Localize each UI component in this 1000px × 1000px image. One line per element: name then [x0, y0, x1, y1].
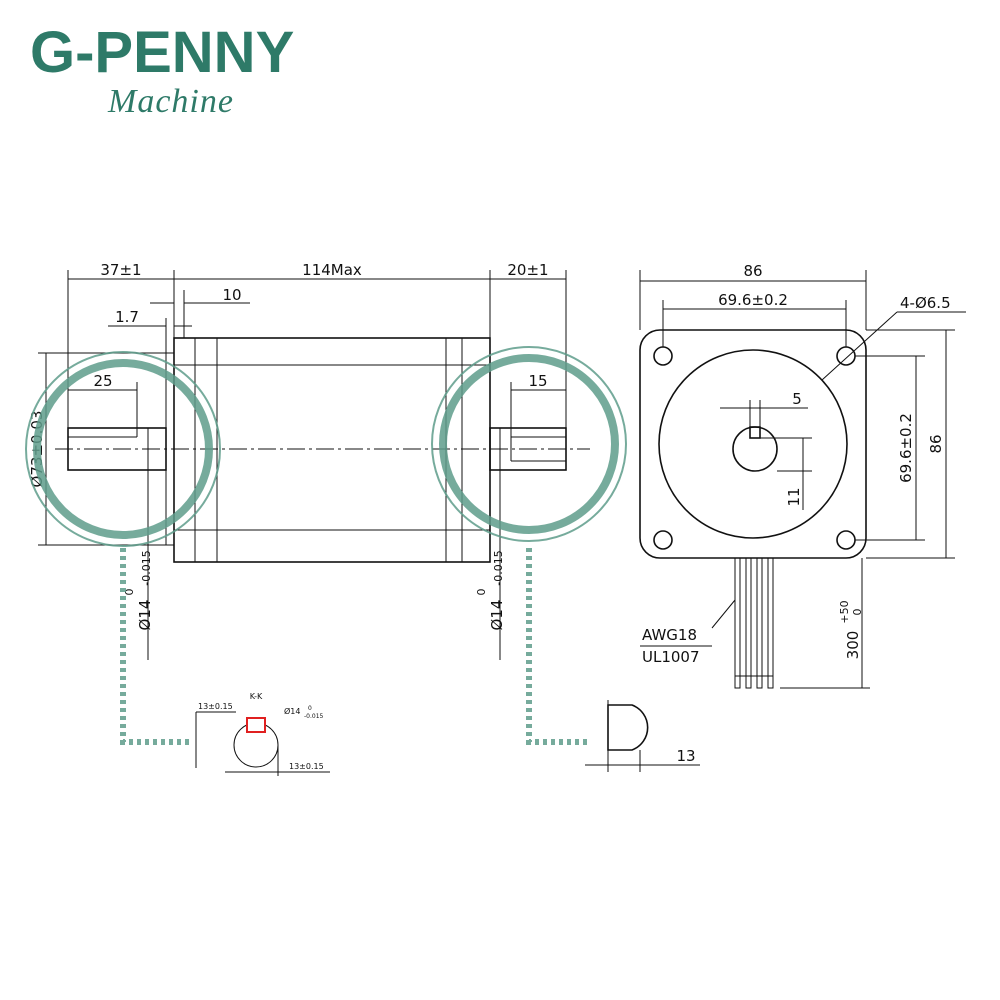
section-kk: K-K 13±0.15 13±0.15 Ø14 0 -0.015: [195, 692, 330, 776]
section-kk-dim-top: 13±0.15: [198, 702, 233, 711]
section-kk-dim-bottom: 13±0.15: [289, 762, 324, 771]
dim-hole-pitch-vertical: 69.6±0.2: [897, 413, 915, 483]
mount-hole-tl: [653, 346, 673, 366]
highlight-front-shaft-ring-outer: [25, 351, 221, 547]
dim-flange-height: 86: [927, 434, 945, 453]
section-flat-dim: 13: [676, 747, 695, 765]
flange-outline: [639, 329, 867, 559]
dim-hole-pitch-horizontal: 69.6±0.2: [718, 291, 788, 309]
mount-hole-tr: [836, 346, 856, 366]
section-kk-label: K-K: [250, 692, 263, 701]
section-kk-dia: Ø14: [284, 706, 300, 716]
dim-key-width: 5: [792, 390, 802, 408]
tol-rear-upper: 0: [475, 589, 488, 596]
dim-rear-shaft-diameter: Ø14: [488, 600, 506, 631]
dim-rear-shaft-length: 20±1: [507, 261, 548, 279]
dim-key-length: 25: [93, 372, 112, 390]
tol-front-upper: 0: [123, 589, 136, 596]
side-view: 37±1 114Max 20±1 10 1.7 25 15 Ø73±0.03 Ø…: [28, 261, 590, 660]
highlight-front-shaft-ring: [33, 359, 213, 539]
dim-front-shaft-diameter: Ø14: [136, 600, 154, 631]
front-view: 86 69.6±0.2 4-Ø6.5 69.6±0.2 86 5 11: [639, 262, 966, 689]
wire-type-label: UL1007: [642, 648, 700, 666]
tol-rear-lower: -0.015: [492, 550, 505, 585]
lead-tol-lower: 0: [851, 609, 864, 616]
dim-boss-height: 1.7: [115, 308, 139, 326]
keyway: [749, 426, 761, 439]
highlight-rear-shaft-ring-outer: [431, 346, 627, 542]
dim-lead-length: 300: [844, 631, 862, 660]
brand-logo-text: G-PENNY: [30, 20, 294, 85]
lead-tol-upper: +50: [838, 600, 851, 623]
lead-wires: [734, 557, 774, 689]
dim-key-depth: 11: [785, 487, 803, 506]
highlight-rear-shaft-ring: [439, 354, 619, 534]
brand-tagline: Machine: [107, 83, 234, 120]
mount-hole-bl: [653, 530, 673, 550]
dim-mount-holes: 4-Ø6.5: [900, 294, 951, 312]
dim-front-shaft-length: 37±1: [100, 261, 141, 279]
dim-flange-width: 86: [743, 262, 762, 280]
mount-hole-br: [836, 530, 856, 550]
leader-rear-to-section: [526, 548, 588, 745]
dim-body-length: 114Max: [302, 261, 362, 279]
wire-gauge-label: AWG18: [642, 626, 697, 644]
section-flat: 13: [585, 700, 700, 772]
tol-front-lower: -0.015: [140, 550, 153, 585]
pilot-circle: [658, 349, 848, 539]
section-kk-keyway-highlight: [246, 717, 266, 733]
dim-rear-flat-length: 15: [528, 372, 547, 390]
leader-front-to-section: [120, 548, 192, 745]
dim-flange-thickness: 10: [222, 286, 241, 304]
shaft-end: [732, 426, 778, 472]
section-kk-dia-tol-lower: -0.015: [304, 713, 324, 720]
section-kk-dia-tol-upper: 0: [308, 705, 312, 712]
